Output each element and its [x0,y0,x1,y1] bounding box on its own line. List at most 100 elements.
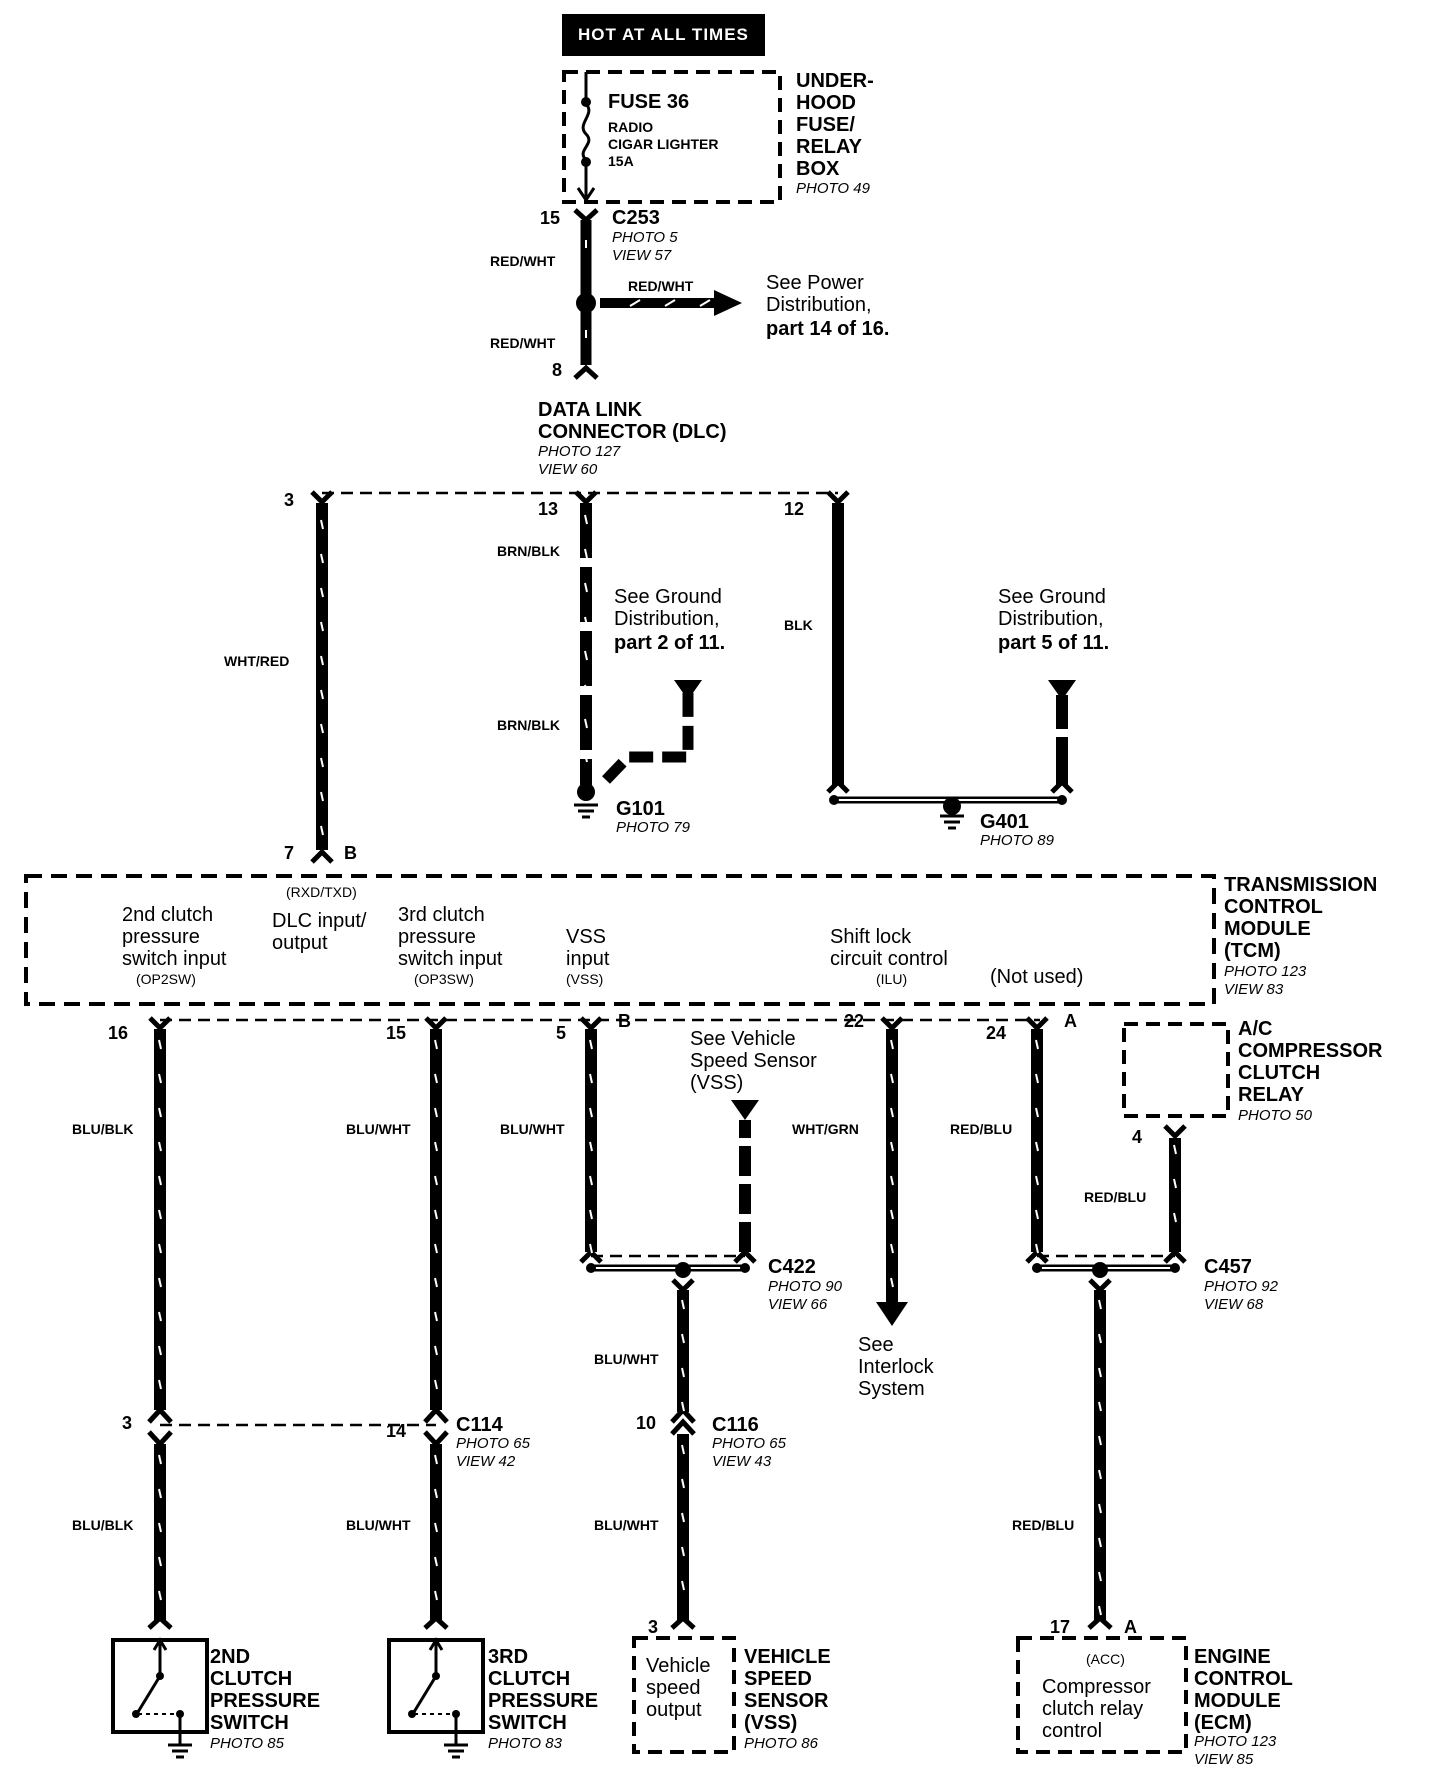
sw3-name-3: PRESSURE [488,1690,599,1712]
wire-label-w15b: BLU/WHT [346,1517,411,1533]
tcm-conn-a: A [1064,1011,1077,1031]
switch-3rd-symbol [387,1637,485,1759]
see-power-part: part 14 of 16. [766,318,890,340]
wire-label-brn-blk-1: BRN/BLK [497,543,560,559]
ecm-name-2: CONTROL [1194,1668,1293,1690]
ground-g101-symbol [574,803,598,819]
dlc-view: VIEW 60 [538,461,598,478]
wire-label-red-wht-bottom: RED/WHT [490,335,556,351]
fuse-box-name-5: BOX [796,158,840,180]
wire-blu-wht-vss [579,1016,759,1630]
fuse-box-outline [562,70,782,204]
wire-label-w22: WHT/GRN [792,1121,859,1137]
g401-photo: PHOTO 89 [980,832,1054,849]
ecm-name-4: (ECM) [1194,1712,1252,1734]
ac-relay-name-2: COMPRESSOR [1238,1040,1383,1062]
fuse-label: FUSE 36 [608,91,690,113]
tcm-in5-1: Shift lock [830,926,912,948]
c422-name: C422 [768,1256,816,1278]
vss-name-4: (VSS) [744,1712,798,1734]
wire-red-wht-main [573,208,599,380]
ecm-box [1016,1636,1188,1754]
vss-ref-1: See Vehicle [690,1028,796,1050]
fuse-circuit-2: CIGAR LIGHTER [608,136,719,152]
tcm-not-used: (Not used) [990,966,1084,988]
g101-name: G101 [616,798,665,820]
dlc-pin-8: 8 [552,360,563,380]
tcm-in1-1: 2nd clutch [122,904,214,926]
fuse-box-name-3: FUSE/ [796,114,855,136]
tcm-pin-5: 5 [556,1023,567,1043]
fuse-box-name-4: RELAY [796,136,862,158]
fuse-circuit-1: RADIO [608,119,654,135]
see-ground-right-1: See Ground [998,586,1106,608]
c116-photo: PHOTO 65 [712,1435,786,1452]
c457-photo: PHOTO 92 [1204,1278,1278,1295]
sw2-name-1: 2ND [210,1646,251,1668]
vss-box [632,1636,736,1754]
interlock-3: System [858,1378,925,1400]
c422-view: VIEW 66 [768,1296,828,1313]
see-ground-left-1: See Ground [614,586,722,608]
wire-blk [826,490,1076,830]
tcm-photo: PHOTO 123 [1224,963,1307,980]
wire-label-vss1: BLU/WHT [594,1351,659,1367]
vss-name-2: SPEED [744,1668,812,1690]
tcm-name-1: TRANSMISSION [1224,874,1378,896]
c253-pin: 15 [540,208,561,228]
tcm-in3-2: pressure [398,926,476,948]
wire-label-ac-red-blu: RED/BLU [1084,1189,1147,1205]
sw3-name-2: CLUTCH [488,1668,571,1690]
interlock-2: Interlock [858,1356,934,1378]
hot-at-all-times-banner [562,14,765,56]
c114-name: C114 [456,1414,503,1436]
ecm-name-1: ENGINE [1194,1646,1271,1668]
tcm-view: VIEW 83 [1224,981,1284,998]
c114-view: VIEW 42 [456,1453,516,1470]
tcm-in2-2: output [272,932,328,954]
hot-at-all-times-label: HOT AT ALL TIMES [578,25,749,44]
c116-view: VIEW 43 [712,1453,772,1470]
vss-inner-1: Vehicle [646,1655,711,1677]
tcm-in2-1: DLC input/ [272,910,367,932]
tcm-name-4: (TCM) [1224,940,1281,962]
c114-photo: PHOTO 65 [456,1435,530,1452]
vss-photo: PHOTO 86 [744,1735,818,1752]
ecm-inner-1: Compressor [1042,1676,1151,1698]
wire-label-w5: BLU/WHT [500,1121,565,1137]
wire-label-w16: BLU/BLK [72,1121,134,1137]
ac-relay-name-3: CLUTCH [1238,1062,1321,1084]
tcm-rxd-code: (RXD/TXD) [286,884,357,900]
wire-red-blu [1025,1016,1187,1630]
dlc-pin-13: 13 [538,499,559,519]
c253-name: C253 [612,207,660,229]
tcm-in3-3: switch input [398,948,503,970]
wire-label-ecm: RED/BLU [1012,1517,1075,1533]
ecm-name-3: MODULE [1194,1690,1281,1712]
tcm-pin-7: 7 [284,843,295,863]
vss-inner-2: speed [646,1677,701,1699]
tcm-in1-code: (OP2SW) [136,971,196,987]
vss-pin-3: 3 [648,1617,659,1637]
tcm-in5-code: (ILU) [876,971,908,987]
wire-label-red-wht-arrow: RED/WHT [628,278,694,294]
fuse-box-photo: PHOTO 49 [796,180,870,197]
see-power-2: Distribution, [766,294,872,316]
wire-label-w15: BLU/WHT [346,1121,411,1137]
c114-pin-14: 14 [386,1421,407,1441]
sw3-name-1: 3RD [488,1646,529,1668]
tcm-in4-2: input [566,948,610,970]
ecm-inner-2: clutch relay [1042,1698,1144,1720]
tcm-in3-1: 3rd clutch [398,904,485,926]
tcm-conn-b-top: B [344,843,357,863]
sw2-name-4: SWITCH [210,1712,289,1734]
ecm-code: (ACC) [1086,1651,1125,1667]
tcm-pin-24: 24 [986,1023,1007,1043]
g401-name: G401 [980,811,1029,833]
see-ground-right-part: part 5 of 11. [998,632,1110,654]
tcm-pin-22: 22 [844,1011,865,1031]
dlc-photo: PHOTO 127 [538,443,621,460]
tcm-name-2: CONTROL [1224,896,1323,918]
ecm-conn-a: A [1124,1617,1137,1637]
dlc-pin-3: 3 [284,490,295,510]
